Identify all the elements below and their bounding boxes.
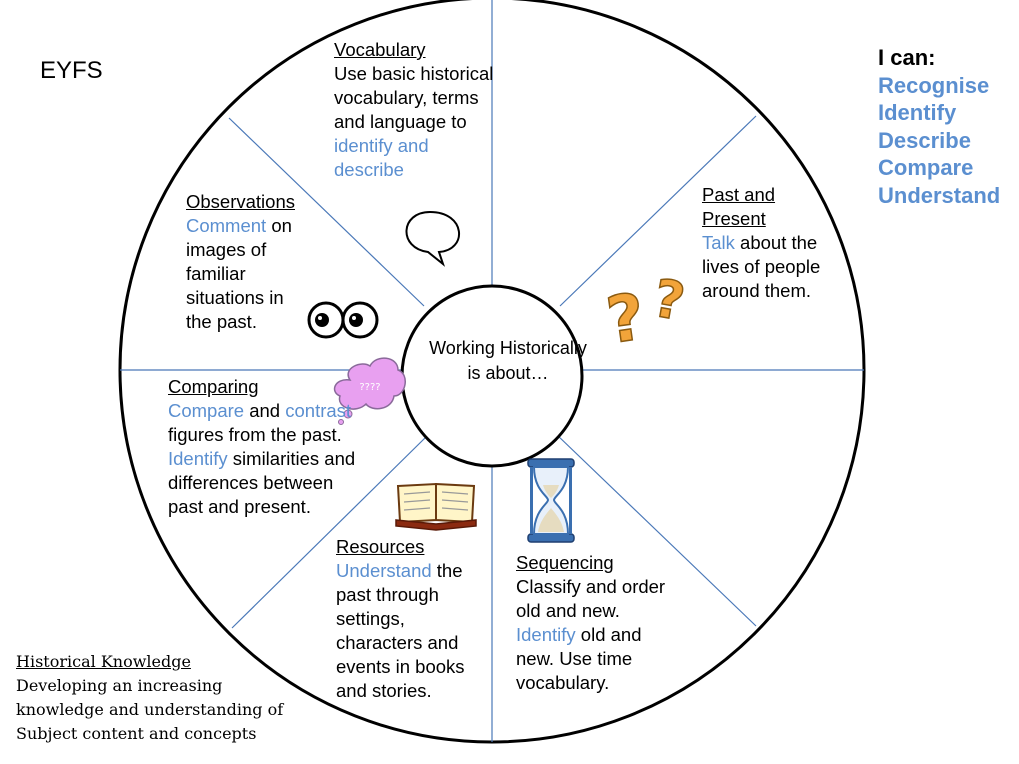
segment-text: the past through settings, characters an… (336, 560, 465, 701)
segment-text: figures from the past. (168, 424, 342, 445)
segment-heading: Comparing (168, 376, 259, 397)
hk-line: Developing an increasing (16, 676, 223, 695)
ican-verb: Recognise (878, 72, 990, 98)
segment-heading: Observations (186, 191, 295, 212)
segment-highlight: contrast (285, 400, 352, 421)
segment-text: on images of familiar situations in the … (186, 215, 292, 332)
segment-resources: Resources Understand the past through se… (336, 535, 481, 703)
ican-verb: Describe (878, 127, 971, 153)
segment-highlight: Talk (702, 232, 735, 253)
ican-verb: Compare (878, 155, 974, 180)
segment-text: Use basic historical vocabulary, terms a… (334, 63, 494, 132)
segment-heading: Past and Present (702, 184, 776, 229)
segment-highlight: Identify (168, 448, 228, 469)
speech-bubble-icon (405, 210, 461, 267)
ican-verb: Identify (878, 100, 957, 125)
segment-highlight: Comment (186, 215, 267, 236)
i-can-panel: I can: Recognise Identify Describe Compa… (878, 44, 1000, 209)
segment-sequencing: Sequencing Classify and order old and ne… (516, 551, 671, 695)
ican-verb: Understand (878, 182, 1001, 208)
divider-top-right (559, 115, 757, 307)
divider-bottom-left (231, 436, 427, 629)
segment-heading: Vocabulary (334, 39, 426, 60)
thought-bubble-text: ???? (359, 382, 380, 393)
page-title: EYFS (40, 57, 103, 84)
eyes-icon (307, 301, 379, 339)
segment-text: Classify and order old and new. (516, 576, 666, 621)
book-icon (395, 482, 477, 531)
segment-highlight: Identify (516, 624, 576, 645)
hk-heading: Historical Knowledge (16, 652, 191, 671)
hk-line: knowledge and understanding of (16, 700, 284, 719)
center-text: Working Historically is about… (429, 338, 587, 383)
question-marks-icon: ? ? (602, 268, 690, 360)
thought-bubble-icon: ???? (333, 357, 406, 425)
segment-text: and (249, 400, 281, 421)
svg-text:?: ? (602, 280, 649, 358)
hourglass-icon (527, 458, 575, 543)
historical-knowledge: Historical Knowledge Developing an incre… (16, 650, 283, 746)
hk-line: Subject content and concepts (16, 724, 257, 743)
segment-heading: Sequencing (516, 552, 614, 573)
segment-highlight: Understand (336, 560, 432, 581)
divider-bottom-right (555, 433, 757, 627)
segment-past-and-present: Past and Present Talk about the lives of… (702, 183, 837, 303)
segment-text: about the lives of people around them. (702, 232, 821, 301)
svg-text:?: ? (649, 269, 689, 333)
segment-heading: Resources (336, 536, 425, 557)
segment-text: old and new. Use time vocabulary. (516, 624, 642, 693)
segment-highlight: identify and describe (334, 135, 429, 180)
segment-observations: Observations Comment on images of famili… (186, 190, 308, 334)
divider-top-left (228, 117, 425, 307)
segment-comparing: Comparing Compare and contrast figures f… (168, 375, 356, 519)
i-can-heading: I can: (878, 45, 936, 70)
segment-highlight: Compare (168, 400, 245, 421)
segment-vocabulary: Vocabulary Use basic historical vocabula… (334, 38, 499, 182)
segment-text: similarities and differences between pas… (168, 448, 356, 517)
